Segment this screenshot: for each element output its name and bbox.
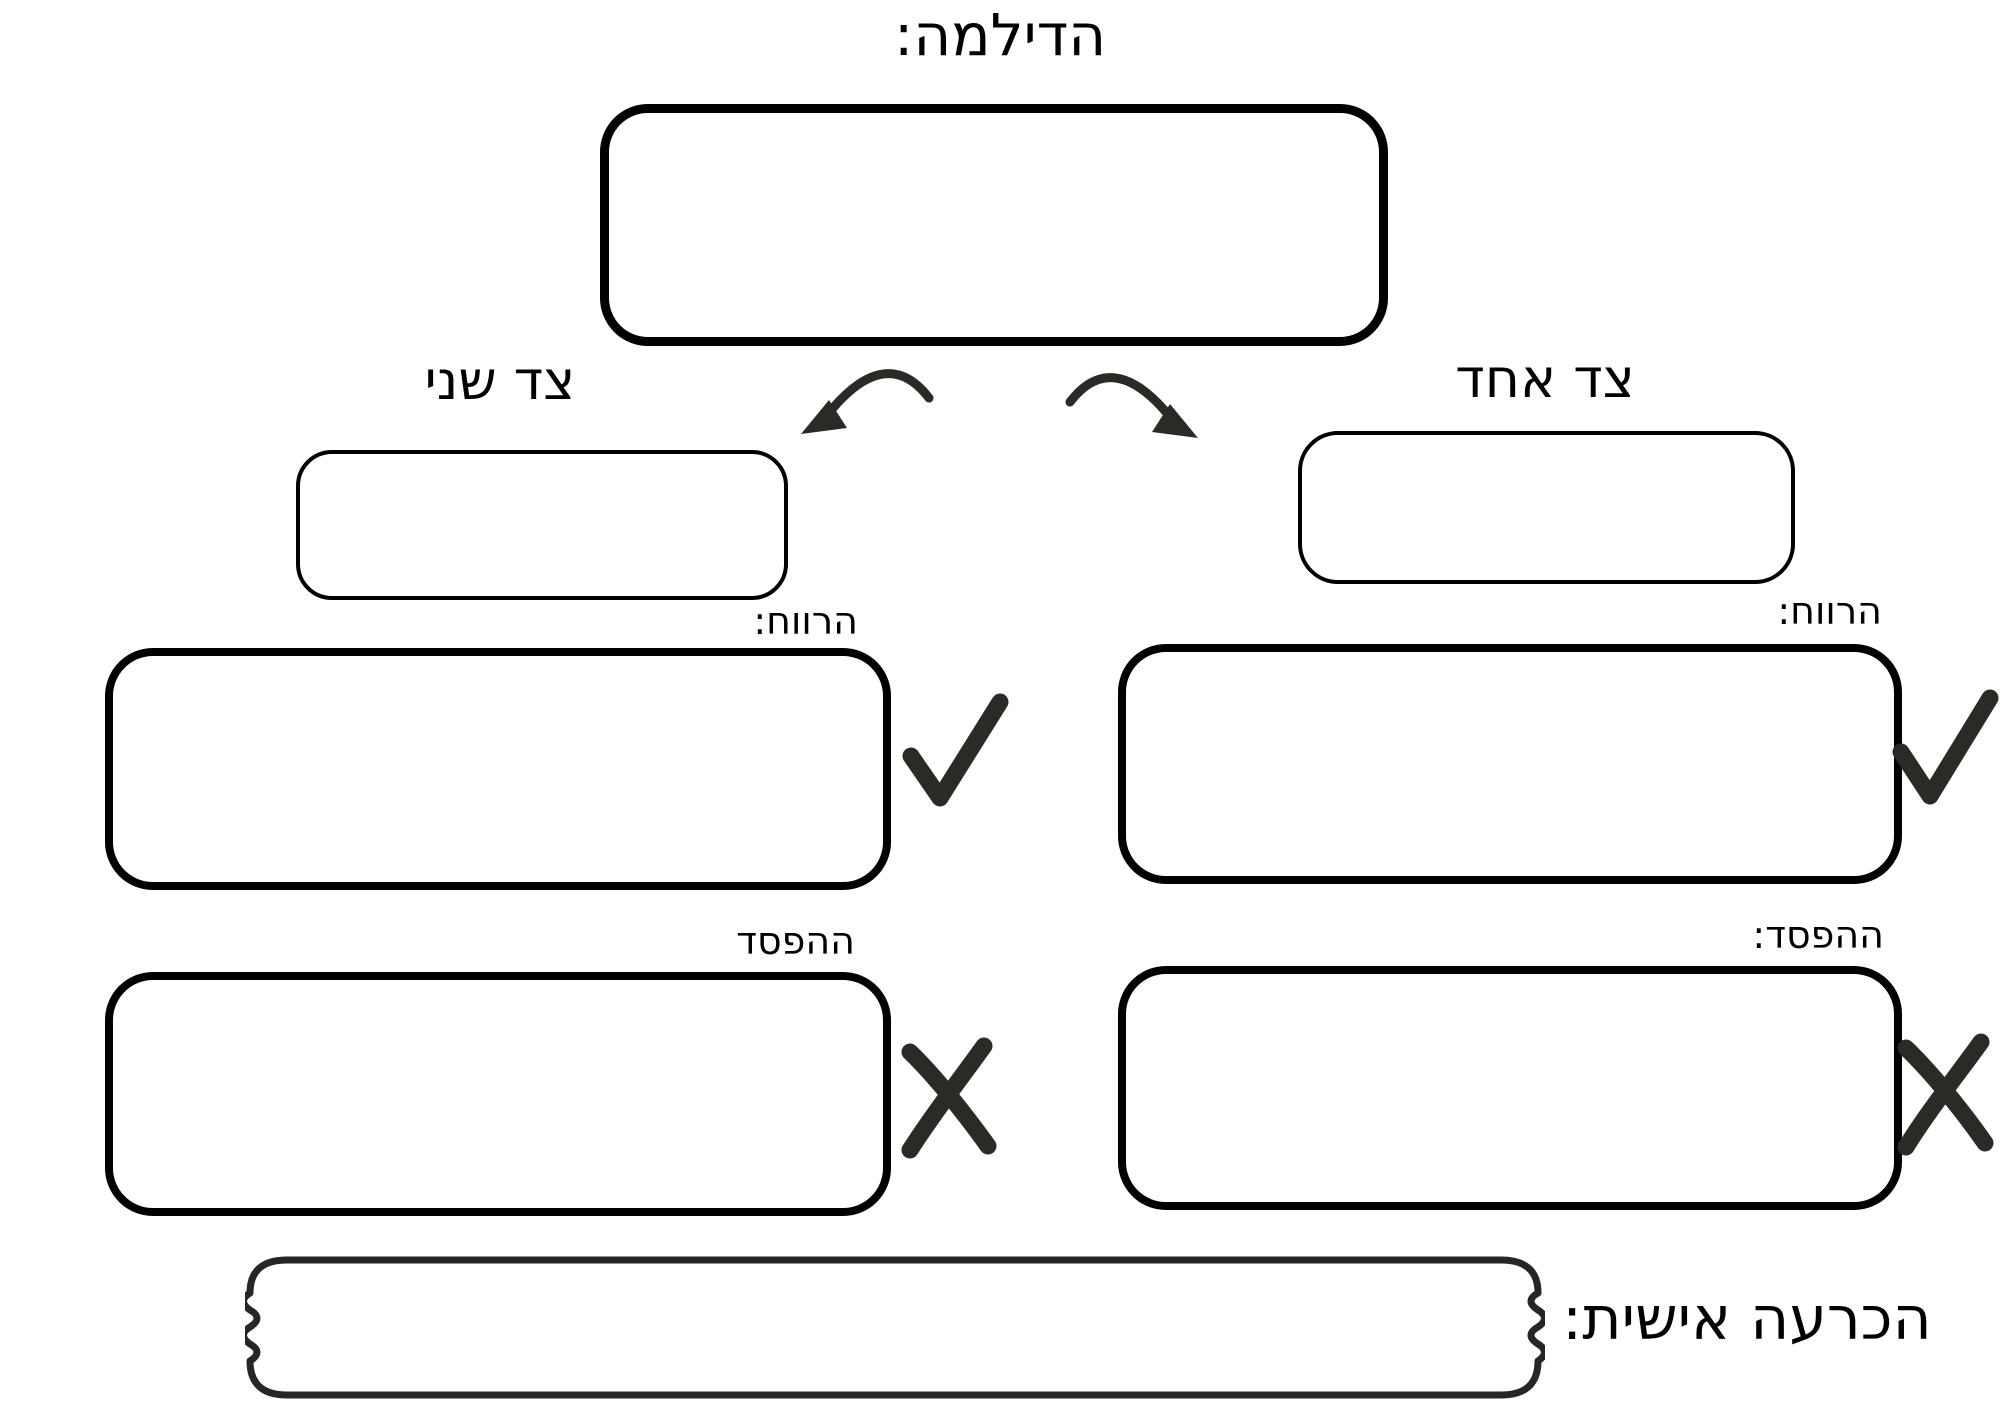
loss-input-box-right[interactable] xyxy=(1118,966,1902,1210)
page-title: הדילמה: xyxy=(893,1,1107,69)
side-heading-left: צד שני xyxy=(424,349,576,412)
gain-input-box-right[interactable] xyxy=(1118,644,1902,884)
loss-label-right: ההפסד: xyxy=(1752,913,1884,957)
side-heading-right: צד אחד xyxy=(1455,347,1635,410)
loss-label-left: ההפסד xyxy=(736,919,855,963)
side-input-box-left[interactable] xyxy=(296,450,788,600)
curved-arrow-down-left-icon xyxy=(795,362,940,444)
gain-label-right: הרווח: xyxy=(1777,589,1882,633)
decision-label: הכרעה אישית: xyxy=(1562,1284,1932,1354)
gain-input-box-left[interactable] xyxy=(105,648,891,890)
x-mark-icon xyxy=(1888,1020,2000,1160)
dilemma-input-box[interactable] xyxy=(600,104,1388,346)
x-mark-icon xyxy=(893,1026,1005,1162)
checkmark-icon xyxy=(898,692,1013,816)
side-input-box-right[interactable] xyxy=(1298,431,1795,584)
decision-input-box[interactable] xyxy=(240,1255,1548,1400)
checkmark-icon xyxy=(1888,686,2000,814)
curved-arrow-down-right-icon xyxy=(1062,366,1207,448)
gain-label-left: הרווח: xyxy=(753,599,858,643)
loss-input-box-left[interactable] xyxy=(105,972,891,1216)
